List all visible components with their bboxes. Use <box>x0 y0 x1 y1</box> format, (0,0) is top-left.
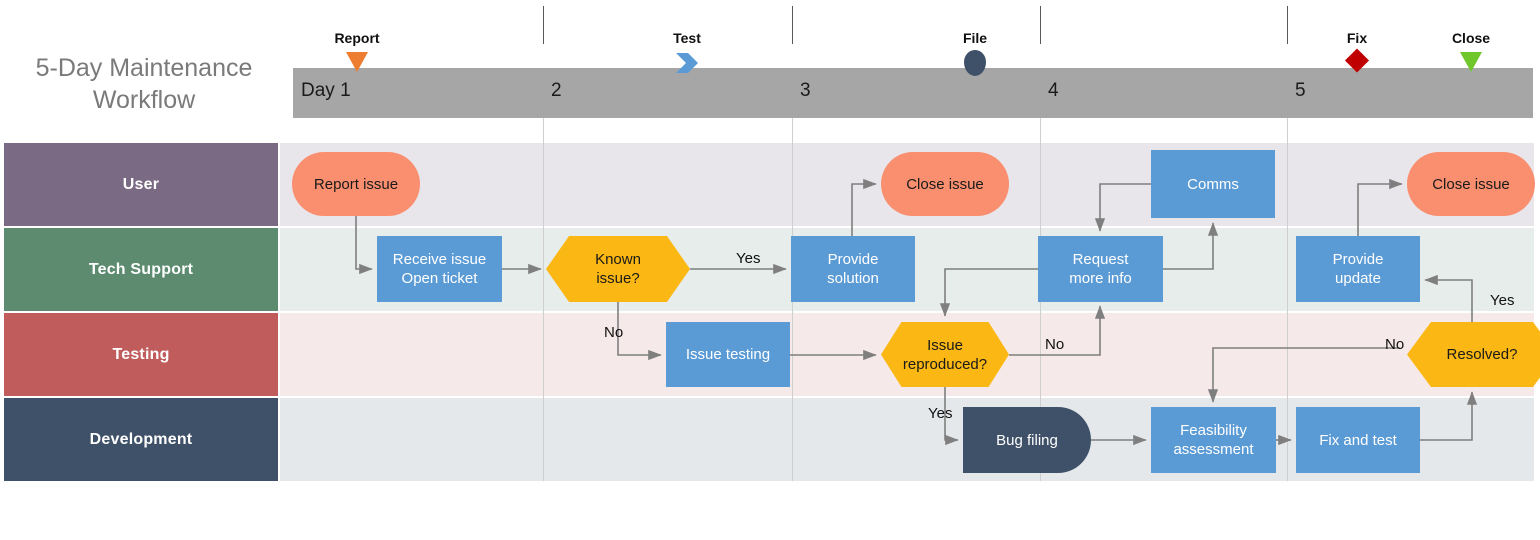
day-divider <box>1287 6 1288 44</box>
lane-header-tech-support[interactable]: Tech Support <box>4 228 278 311</box>
title-line-1: 5-Day Maintenance <box>35 54 253 82</box>
title-line-2: Workflow <box>92 86 196 114</box>
lane-label: Testing <box>112 345 170 363</box>
day-divider <box>792 6 793 44</box>
lane-gridline <box>1287 118 1288 481</box>
node-label: Bug filing <box>996 431 1058 449</box>
node-resolved[interactable]: Resolved? <box>1407 322 1540 387</box>
day-label: Day 1 <box>301 80 351 101</box>
pin-marker <box>964 50 986 76</box>
lane-label: Tech Support <box>88 260 194 278</box>
milestone-label: Test <box>673 30 701 46</box>
milestone-label: Report <box>334 30 380 46</box>
milestone-label: Close <box>1451 30 1491 46</box>
day-divider <box>1040 6 1041 44</box>
node-label: Close issue <box>906 175 984 193</box>
milestone-label: File <box>962 30 988 46</box>
lane-header-development[interactable]: Development <box>4 398 278 481</box>
day-label: 5 <box>1295 80 1306 101</box>
node-label: Issue testing <box>685 346 771 363</box>
node-close-issue-end[interactable]: Close issue <box>1407 152 1535 216</box>
lane-header-user[interactable]: User <box>4 143 278 226</box>
milestone-label: Fix <box>1346 30 1368 46</box>
day-divider <box>543 6 544 44</box>
page-title: 5-Day Maintenance Workflow <box>10 52 278 116</box>
node-label: Comms <box>1187 175 1239 193</box>
node-label: Fix and test <box>1319 431 1397 449</box>
edge-label: Yes <box>928 405 953 422</box>
edge-label: No <box>604 324 624 341</box>
node-fix-and-test[interactable]: Fix and test <box>1296 407 1420 473</box>
node-label: Close issue <box>1432 175 1510 193</box>
edge-label: Yes <box>736 250 761 267</box>
lane-label: Development <box>89 430 193 448</box>
edge-label: No <box>1385 336 1405 353</box>
triangle-down-marker <box>346 52 368 72</box>
chevron-right-marker <box>675 52 699 74</box>
node-label: Report issue <box>313 175 399 193</box>
timeline-bar <box>293 68 1533 118</box>
day-label: 2 <box>551 80 562 101</box>
node-close-issue-mid[interactable]: Close issue <box>881 152 1009 216</box>
node-bug-filing[interactable]: Bug filing <box>963 407 1091 473</box>
node-issue-testing[interactable]: Issue testing <box>666 322 790 387</box>
triangle-down-marker <box>1460 52 1482 72</box>
edge-label: Yes <box>1490 292 1515 309</box>
lane-label: User <box>122 175 160 193</box>
node-label: Resolved? <box>1446 346 1518 363</box>
lane-header-testing[interactable]: Testing <box>4 313 278 396</box>
day-label: 4 <box>1048 80 1059 101</box>
day-label: 3 <box>800 80 811 101</box>
lane-gridline <box>543 118 544 481</box>
node-comms[interactable]: Comms <box>1151 150 1275 218</box>
edge-label: No <box>1045 336 1065 353</box>
node-report-issue[interactable]: Report issue <box>292 152 420 216</box>
